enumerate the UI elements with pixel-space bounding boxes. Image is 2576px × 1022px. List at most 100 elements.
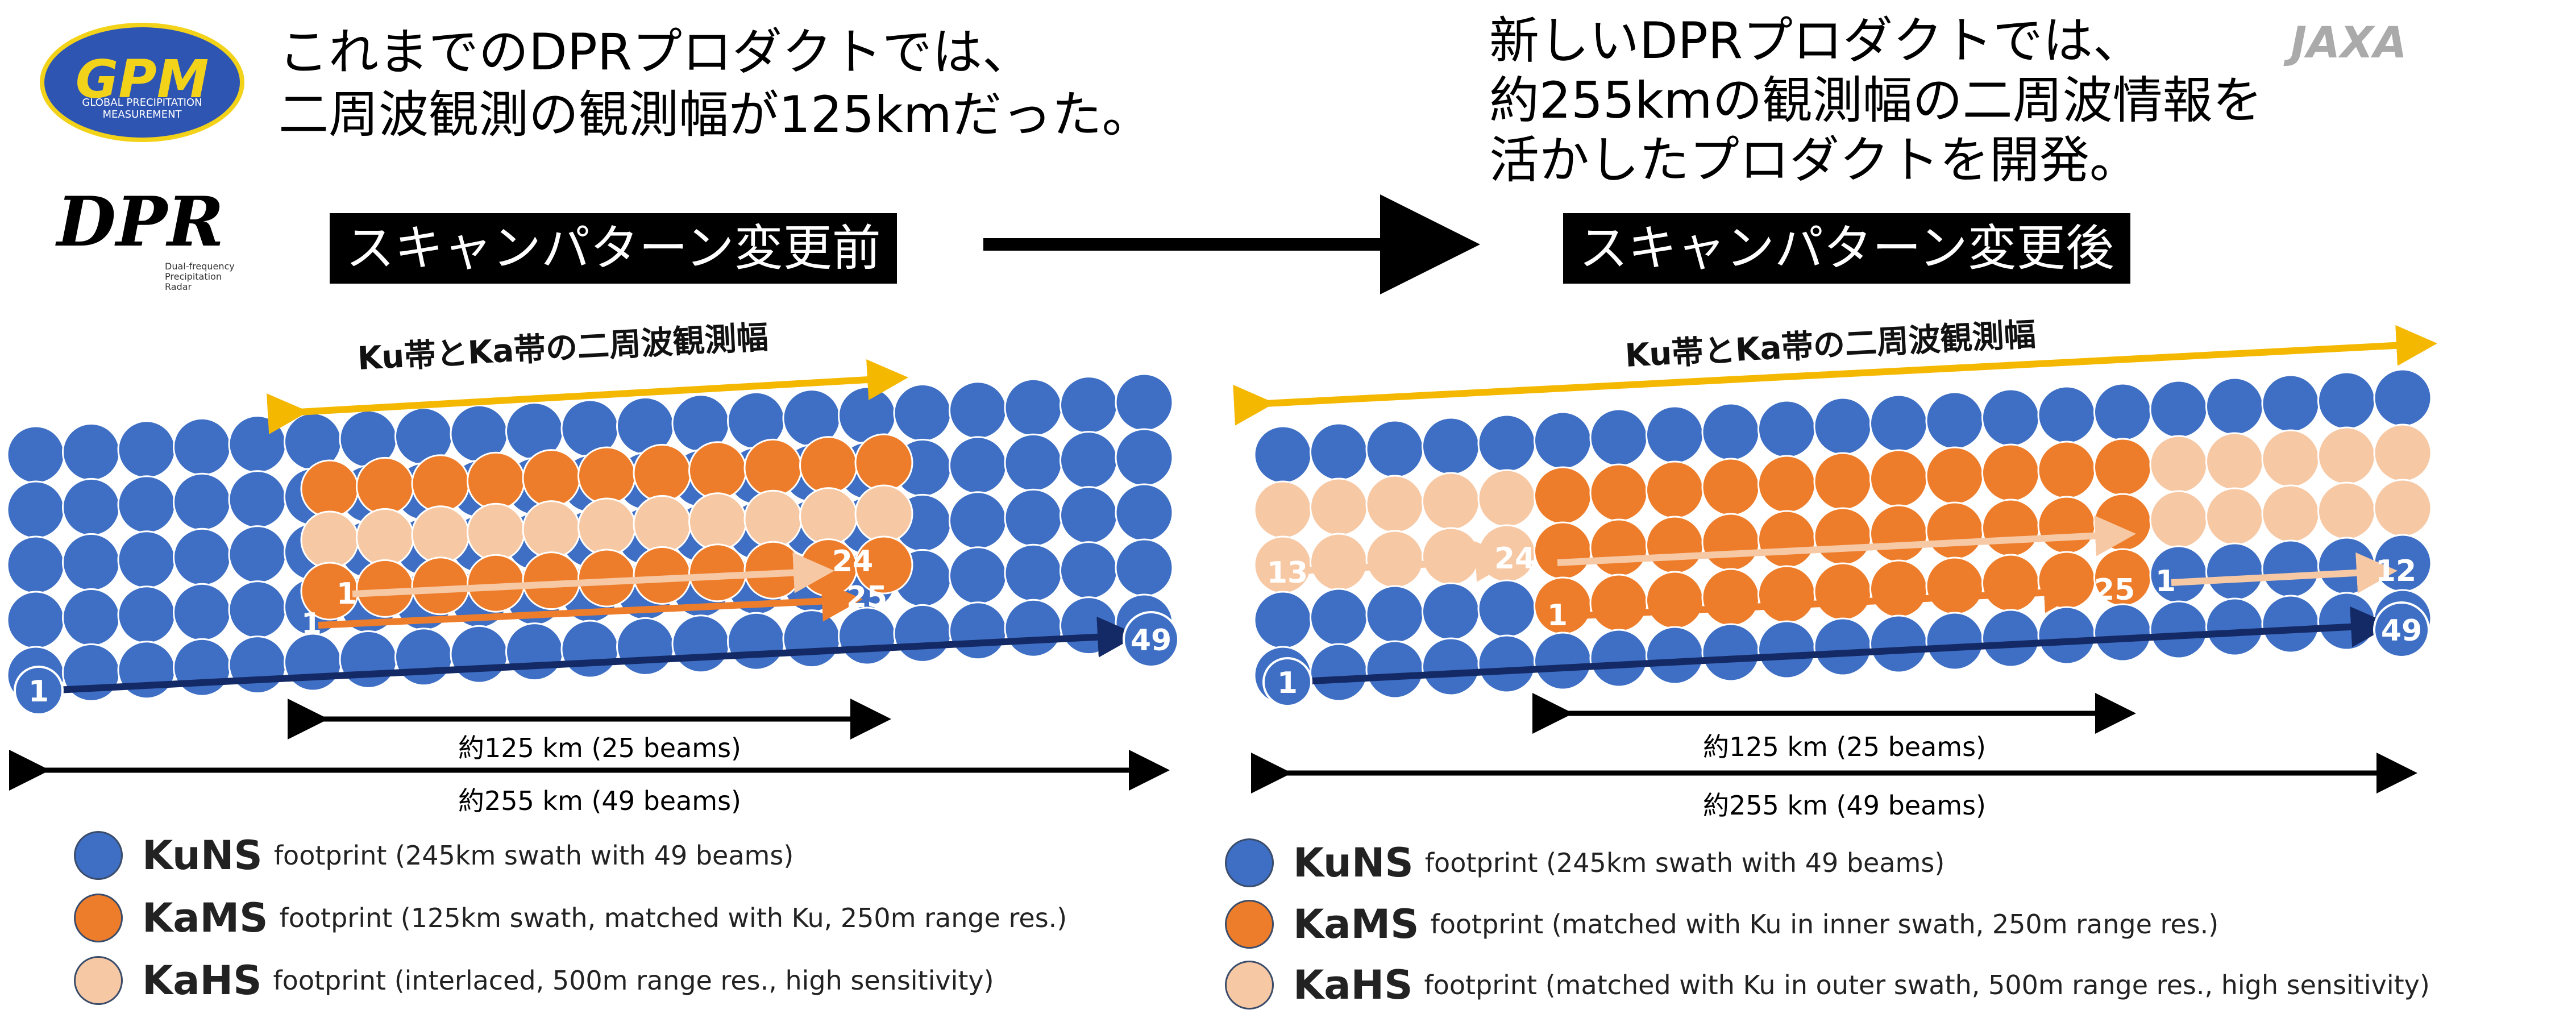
legend-desc: footprint (125km swath, matched with Ku,… <box>279 903 1067 933</box>
hs-footprint <box>2261 484 2320 543</box>
ms-footprint <box>854 535 913 595</box>
ku-footprint <box>117 530 176 589</box>
left-ms-start-label: 1 <box>301 607 322 641</box>
hs-footprint <box>854 484 913 543</box>
ku-footprint <box>949 436 1007 495</box>
legend-left-kams: KaMS footprint (125km swath, matched wit… <box>74 894 1067 942</box>
ku-footprint <box>1060 596 1118 655</box>
legend-name: KaMS <box>1293 901 1419 948</box>
ku-footprint <box>450 625 509 684</box>
kuns-swatch <box>1225 838 1274 887</box>
ms-footprint <box>467 451 525 510</box>
ku-footprint <box>2149 600 2208 659</box>
ms-footprint <box>356 456 414 516</box>
ms-footprint <box>1701 458 1760 517</box>
ku-footprint <box>1310 643 1368 702</box>
ku-footprint <box>1310 422 1368 481</box>
ku-footprint <box>1115 483 1174 542</box>
hs-footprint <box>1365 530 1424 589</box>
ku-footprint <box>62 477 121 537</box>
left-swath-label: Ku帯とKa帯の二周波観測幅 <box>356 319 769 377</box>
ku-footprint <box>949 546 1007 605</box>
ku-footprint <box>1004 543 1063 603</box>
hs-footprint <box>300 510 359 570</box>
ms-footprint <box>577 446 636 505</box>
ms-footprint <box>2037 551 2096 610</box>
ku-footprint <box>1981 388 2040 447</box>
ms-footprint <box>854 433 913 492</box>
left-hs-start-label: 1 <box>336 577 357 611</box>
ms-footprint <box>1813 507 1872 566</box>
ku-footprint <box>1701 402 1760 462</box>
gpm-logo: GPM GLOBAL PRECIPITATION MEASUREMENT <box>40 23 244 142</box>
ku-footprint <box>1477 579 1536 638</box>
legend-name: KuNS <box>1293 840 1414 886</box>
hs-footprint <box>2205 487 2264 546</box>
ku-footprint <box>62 422 121 481</box>
ms-footprint <box>1589 574 1648 633</box>
ms-footprint <box>1981 554 2040 613</box>
left-scan-box: スキャンパターン変更前 <box>330 213 897 284</box>
ms-footprint <box>2093 493 2152 552</box>
ms-footprint <box>1646 516 1704 575</box>
ms-footprint <box>799 436 858 495</box>
ku-footprint <box>2037 606 2096 665</box>
left-heading-line2: 二周波観測の観測幅が125kmだった。 <box>279 85 1152 144</box>
ms-footprint <box>1925 501 1984 560</box>
ku-footprint <box>2093 603 2152 662</box>
ku-footprint <box>2317 537 2376 596</box>
ku-footprint <box>6 480 65 539</box>
ms-footprint <box>1869 559 1928 618</box>
hs-footprint <box>743 489 803 549</box>
ku-footprint <box>1253 425 1312 484</box>
dpr-logo-text: DPR <box>57 182 225 262</box>
ms-footprint <box>633 443 692 502</box>
ku-footprint <box>949 381 1007 440</box>
ms-footprint <box>688 441 747 500</box>
left-ms-scan-arrow <box>318 580 863 629</box>
ku-footprint <box>173 638 231 697</box>
ku-footprint <box>2205 597 2264 657</box>
ku-footprint <box>117 585 176 645</box>
kuns-swatch <box>74 831 123 880</box>
ku-footprint <box>2317 371 2376 430</box>
right-hs-right-scan-arrow <box>2171 552 2398 593</box>
hs-footprint <box>411 505 470 564</box>
kams-swatch <box>1225 900 1274 949</box>
legend-left-kahs: KaHS footprint (interlaced, 500m range r… <box>74 956 994 1005</box>
ku-footprint <box>6 591 65 650</box>
ku-footprint <box>1004 433 1063 492</box>
ku-footprint <box>616 617 675 676</box>
ku-footprint <box>394 628 453 687</box>
right-hs-left-scan-arrow <box>1293 541 1516 582</box>
right-outer-dim-label: 約255 km (49 beams) <box>1703 790 1986 821</box>
ku-footprint <box>1060 541 1118 600</box>
ku-footprint <box>1253 591 1312 650</box>
ku-footprint <box>1701 623 1760 682</box>
ms-footprint <box>522 449 581 508</box>
hs-footprint <box>1310 533 1368 592</box>
ku-footprint <box>228 635 287 695</box>
gpm-logo-subtext: GLOBAL PRECIPITATION MEASUREMENT <box>82 97 202 121</box>
ms-footprint <box>1646 460 1704 520</box>
left-outer-dim-label: 約255 km (49 beams) <box>458 786 741 816</box>
hs-footprint <box>2373 423 2432 483</box>
ku-footprint <box>1925 391 1984 450</box>
ku-footprint <box>2317 592 2376 651</box>
ku-footprint <box>1422 582 1480 641</box>
ku-footprint <box>1115 373 1174 432</box>
ms-footprint <box>1701 568 1760 627</box>
ku-footprint <box>1004 378 1063 437</box>
ku-footprint <box>1758 400 1816 459</box>
ku-footprint <box>339 630 398 689</box>
hs-footprint <box>2261 429 2320 488</box>
right-hs-left-start-label: 13 <box>1267 556 1308 590</box>
right-ku-end-label: 49 <box>2381 614 2422 648</box>
kahs-swatch <box>1225 961 1274 1009</box>
ku-footprint <box>1060 431 1118 490</box>
legend-name: KaMS <box>142 895 268 941</box>
right-ms-top-arrow <box>1557 515 2136 566</box>
ku-footprint <box>1365 640 1424 699</box>
jaxa-logo: JAXA <box>2291 17 2407 68</box>
legend-name: KaHS <box>1293 962 1413 1008</box>
